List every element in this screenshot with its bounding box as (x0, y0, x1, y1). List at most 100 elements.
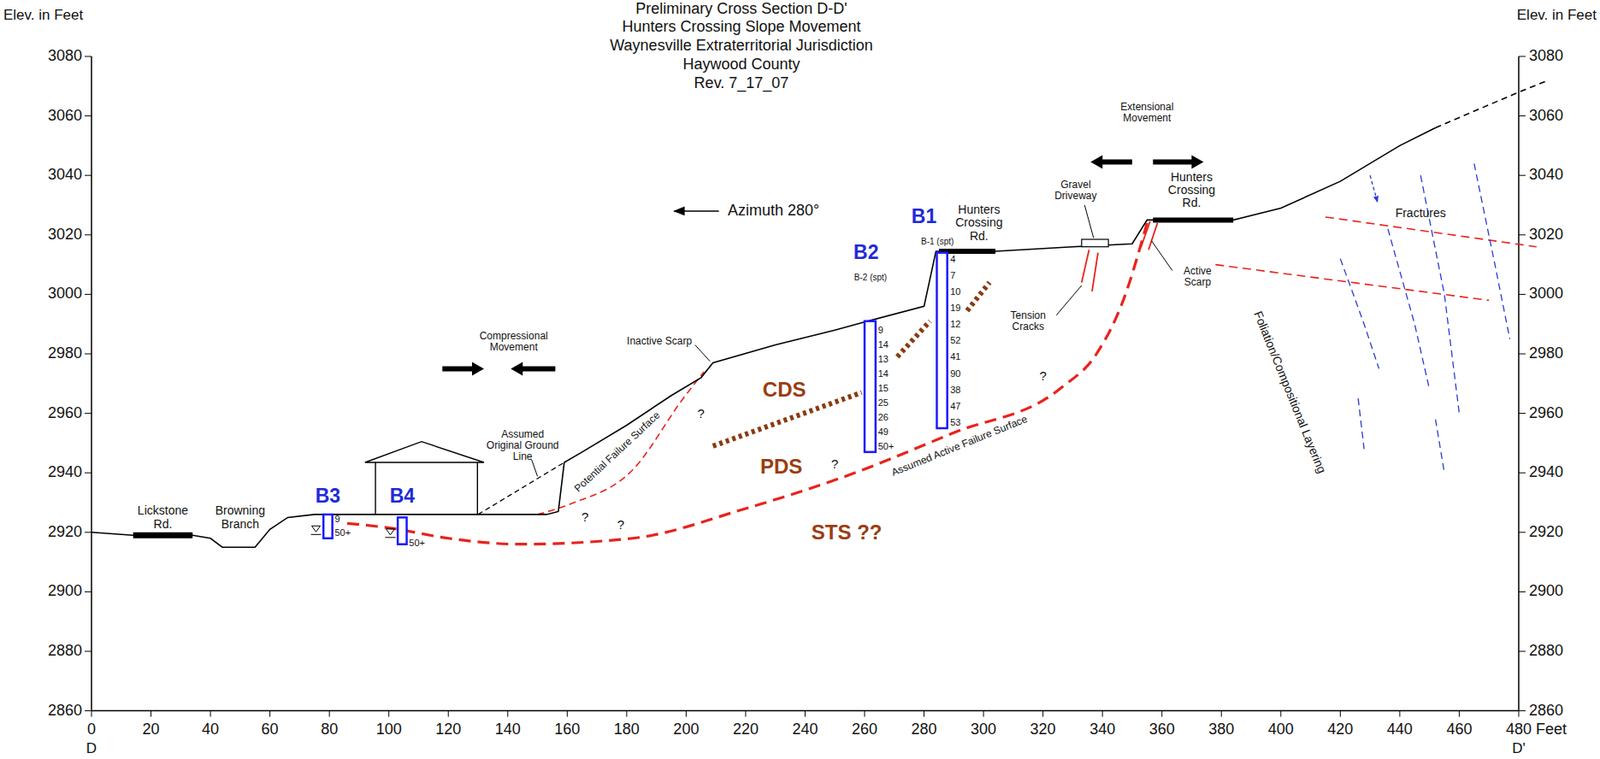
compression-arrow (442, 361, 485, 376)
axis-tick-label: 3040 (1529, 166, 1564, 184)
house (365, 442, 485, 515)
axis-tick-label: 400 (1268, 721, 1294, 739)
foliation-line (1369, 175, 1378, 202)
compression-arrow (510, 361, 555, 376)
tension-crack (1081, 249, 1090, 283)
axis-tick (1518, 56, 1526, 58)
zone-label: PDS (760, 455, 803, 479)
axis-tick-label: 2960 (1529, 405, 1564, 423)
water-table-symbol (311, 525, 322, 535)
foliation-line (1387, 229, 1430, 390)
axis-tick (1518, 354, 1526, 355)
axis-tick (269, 711, 271, 718)
annotation-label: Foliation/Compositional Layering (1251, 309, 1329, 476)
annotation-label: Browning Branch (210, 504, 271, 532)
axis-tick (864, 711, 866, 718)
axis-tick-label: 340 (1089, 721, 1116, 739)
borehole-label: B4 (389, 485, 415, 508)
axis-tick (84, 56, 92, 58)
borehole (864, 321, 876, 453)
spt-blow-count: 53 (950, 417, 961, 428)
water-table-symbol (384, 529, 396, 538)
spt-blow-count: 25 (878, 397, 889, 408)
borehole-label: B1 (911, 206, 937, 228)
zone-label: STS ?? (811, 521, 883, 544)
axis-tick-label: 180 (614, 721, 640, 739)
axis-tick-label: 60 (261, 721, 279, 739)
ground-surface (91, 128, 1436, 549)
axis-tick (1517, 711, 1519, 718)
axis-tick-label: 200 (673, 721, 699, 739)
title-line: Hunters Crossing Slope Movement (621, 18, 861, 36)
contact-line (967, 282, 990, 311)
axis-tick-label: 460 (1446, 721, 1472, 739)
axis-title: Elev. in Feet (1517, 7, 1597, 24)
spt-blow-count: 14 (878, 339, 889, 350)
axis-tick-label: 240 (791, 721, 818, 739)
axis-tick (1458, 711, 1460, 718)
axis-tick (1518, 115, 1526, 117)
leader-line (1056, 285, 1082, 316)
leader-line (1084, 205, 1093, 238)
assumed-original-ground-line (478, 462, 565, 515)
right-axis (1517, 56, 1520, 712)
borehole (323, 514, 332, 539)
borehole (937, 253, 948, 429)
axis-tick (507, 711, 508, 718)
axis-tick-label: 2900 (1529, 583, 1564, 601)
axis-tick-label: 380 (1208, 721, 1234, 739)
fracture-line (1325, 217, 1537, 248)
axis-tick (1161, 711, 1163, 718)
borehole-label: B3 (315, 485, 341, 508)
foliation-line (1340, 259, 1379, 370)
azimuth-arrow (673, 210, 719, 213)
spt-blow-count: 13 (878, 354, 889, 365)
axis-tick (448, 711, 449, 718)
borehole-id: B-1 (spt) (921, 236, 954, 246)
axis-tick-label: 3040 (47, 166, 83, 184)
uncertainty-mark: ? (617, 518, 625, 533)
foliation-line (1357, 398, 1364, 449)
axis-tick (84, 413, 92, 414)
borehole-id: B-2 (spt) (854, 271, 887, 282)
axis-tick (566, 711, 568, 718)
annotation-label: Fractures (1395, 207, 1447, 221)
annotation-label: Compressional Movement (472, 330, 555, 354)
spt-blow-count: 50+ (878, 441, 895, 452)
spt-blow-count: 41 (950, 351, 961, 362)
spt-blow-count: 38 (950, 384, 961, 396)
axis-tick-label: 320 (1030, 721, 1057, 739)
axis-tick (84, 354, 92, 355)
axis-tick (804, 711, 806, 718)
axis-tick-label: 20 (142, 721, 160, 739)
leader-line (695, 345, 710, 362)
spt-blow-count: 90 (950, 368, 961, 379)
axis-tick-label: 2960 (47, 405, 83, 423)
axis-tick-label: 3020 (1529, 226, 1564, 244)
scarp-crack (1148, 223, 1158, 250)
contact-line (897, 321, 930, 358)
axis-tick-label: 3060 (47, 107, 83, 125)
title-line: Preliminary Cross Section D-D' (635, 0, 848, 18)
contact-line (713, 392, 862, 447)
tension-crack (1092, 253, 1099, 292)
axis-tick (1518, 651, 1526, 653)
axis-tick (923, 711, 925, 718)
annotation-label: Hunters Crossing Rd. (951, 203, 1007, 243)
axis-tick-label: 3060 (1529, 107, 1564, 125)
borehole (397, 517, 407, 544)
annotation-label: Potential Failure Surface (572, 409, 663, 495)
extension-arrow (1090, 155, 1133, 170)
axis-tick-label: 40 (201, 721, 219, 739)
axis-tick (84, 651, 92, 653)
axis-tick-label: 0 (87, 721, 96, 739)
axis-tick-label: 80 (320, 721, 338, 739)
axis-tick-label: 2920 (47, 524, 83, 542)
axis-tick-label: 2880 (1529, 643, 1564, 661)
scarp-crack (1140, 221, 1150, 248)
axis-tick (84, 115, 92, 117)
spt-blow-count: 9 (334, 513, 340, 525)
axis-tick (1518, 294, 1526, 296)
annotation-label: Tension Cracks (1002, 310, 1054, 333)
